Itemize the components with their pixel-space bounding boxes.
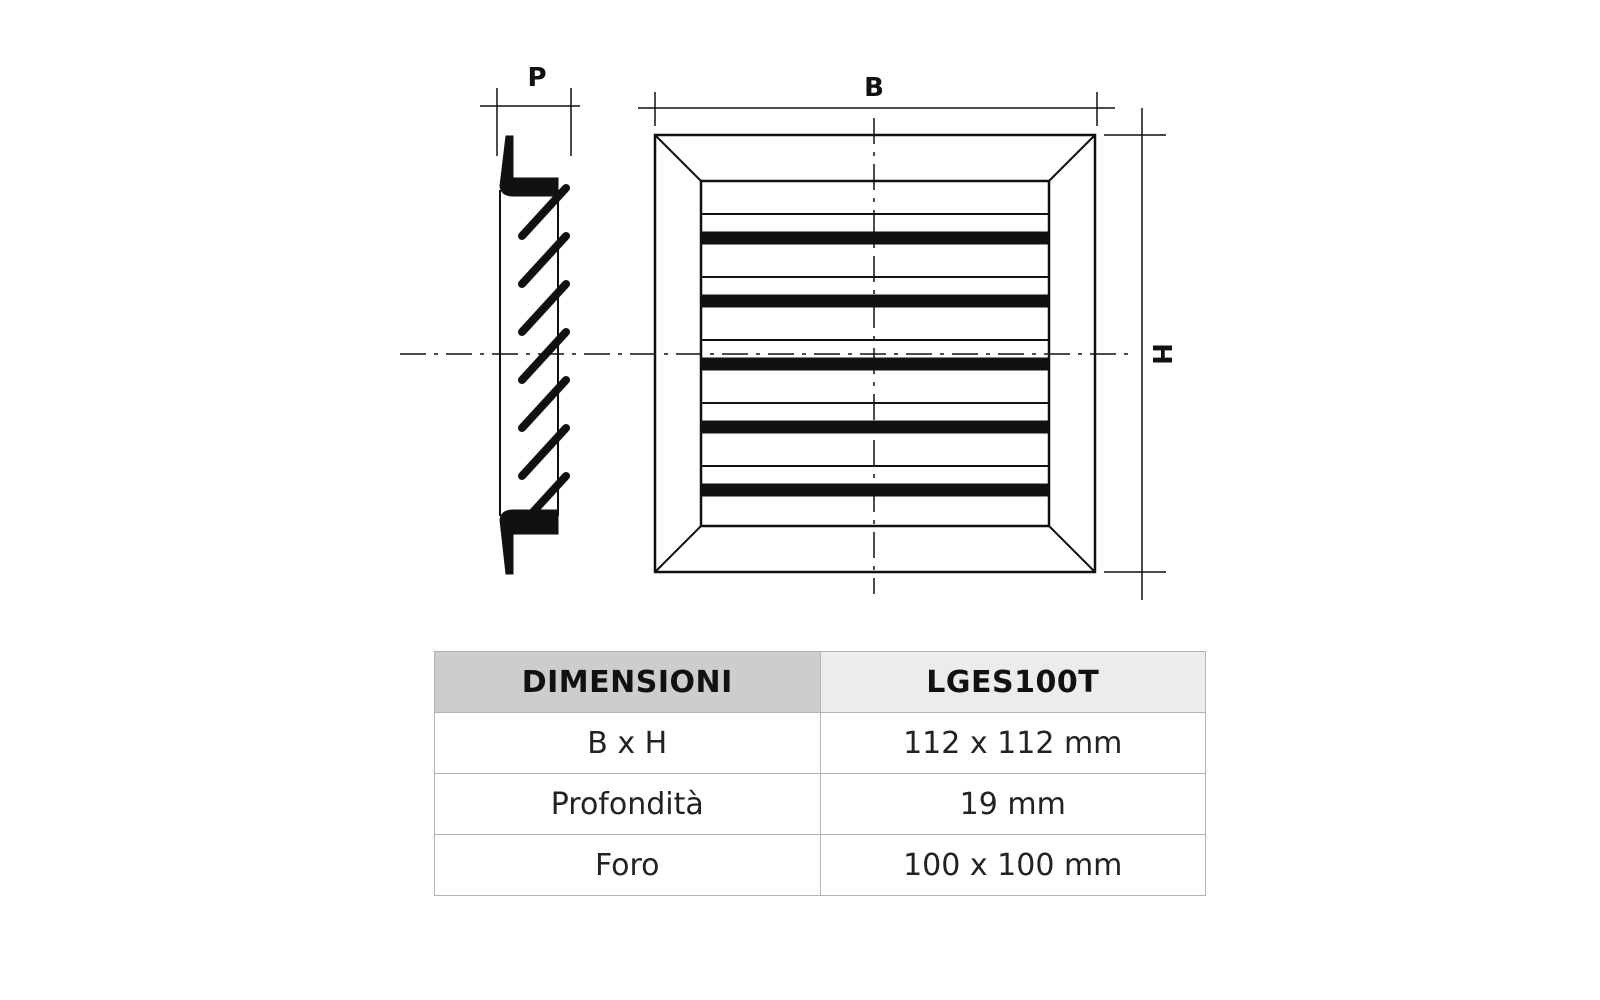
front-view: B H — [638, 73, 1176, 600]
table-row: Profondità 19 mm — [434, 773, 1206, 835]
row-label: B x H — [434, 712, 821, 774]
header-model: LGES100T — [819, 651, 1206, 713]
row-value: 112 x 112 mm — [819, 712, 1206, 774]
front-slat — [700, 294, 1050, 308]
front-slat — [700, 231, 1050, 245]
dimensions-table: DIMENSIONI LGES100T B x H 112 x 112 mm P… — [434, 651, 1206, 896]
height-label: H — [1146, 343, 1176, 365]
row-value: 100 x 100 mm — [819, 834, 1206, 896]
side-slat — [518, 424, 570, 480]
table-header-row: DIMENSIONI LGES100T — [434, 651, 1206, 713]
side-view: P — [400, 63, 1130, 575]
front-slat — [700, 483, 1050, 497]
side-slat — [518, 472, 570, 528]
depth-label: P — [527, 63, 546, 93]
row-value: 19 mm — [819, 773, 1206, 835]
table-row: Foro 100 x 100 mm — [434, 834, 1206, 896]
technical-drawing: P B H — [400, 63, 1176, 600]
row-label: Profondità — [434, 773, 821, 835]
side-slat — [518, 280, 570, 336]
side-slat — [518, 328, 570, 384]
depth-dimension — [480, 88, 580, 156]
inner-frame — [699, 179, 1051, 528]
front-louver-slats — [700, 213, 1050, 497]
height-dimension — [1104, 108, 1166, 600]
frame-bevels — [654, 134, 1096, 573]
side-slat — [518, 232, 570, 288]
width-dimension — [638, 92, 1115, 126]
row-label: Foro — [434, 834, 821, 896]
front-slat — [700, 420, 1050, 434]
width-label: B — [864, 73, 884, 103]
outer-frame — [653, 133, 1097, 574]
side-louver-slats — [518, 184, 570, 528]
side-slat — [518, 376, 570, 432]
table-row: B x H 112 x 112 mm — [434, 712, 1206, 774]
side-slat — [518, 184, 570, 240]
header-dimensions: DIMENSIONI — [434, 651, 821, 713]
front-slat — [700, 357, 1050, 371]
